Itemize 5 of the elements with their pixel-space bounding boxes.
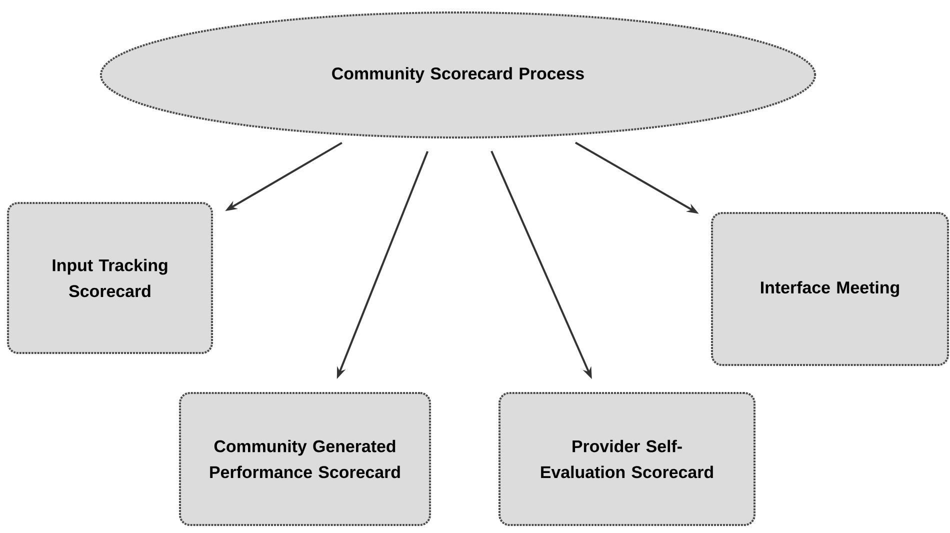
ellipse-node: Community Scorecard Process xyxy=(100,12,816,138)
process-box: Provider Self-Evaluation Scorecard xyxy=(498,392,756,526)
process-box: Interface Meeting xyxy=(711,212,949,366)
process-box: Input Tracking Scorecard xyxy=(7,202,213,354)
process-box: Community Generated Performance Scorecard xyxy=(179,392,431,526)
